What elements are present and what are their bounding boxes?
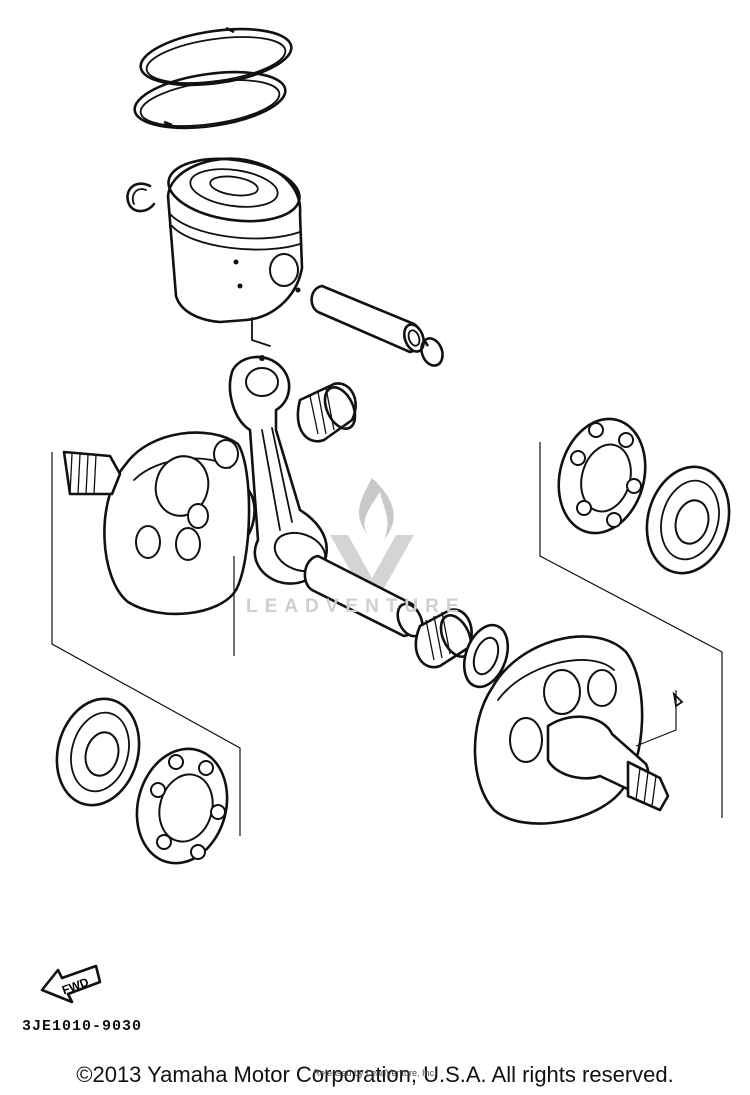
crank-bearing-left xyxy=(135,747,229,865)
oil-seal-right xyxy=(645,465,731,575)
crankshaft-right xyxy=(473,635,684,825)
piston-pin xyxy=(310,284,426,354)
crank-bearing-right xyxy=(557,417,647,535)
piston-pin-clip-right xyxy=(420,337,444,367)
fwd-arrow-icon: FWD xyxy=(40,964,102,1004)
piston-pin-clip-left xyxy=(126,182,156,213)
part-code: 3JE1010-9030 xyxy=(22,1018,143,1035)
copyright-notice: ©2013 Yamaha Motor Corporation, U.S.A. A… xyxy=(76,1062,674,1087)
assembly-reference-lines xyxy=(51,442,723,836)
piston xyxy=(166,157,304,347)
small-end-bearing xyxy=(296,382,357,443)
watermark-brand: LEADVENTURE xyxy=(246,596,466,617)
thrust-washer-right xyxy=(462,623,510,689)
crankshaft-left xyxy=(62,431,251,616)
piston-rings xyxy=(133,26,293,130)
crank-pin xyxy=(303,554,424,638)
leadventure-watermark-logo xyxy=(330,478,414,595)
oil-seal-left xyxy=(55,697,141,807)
